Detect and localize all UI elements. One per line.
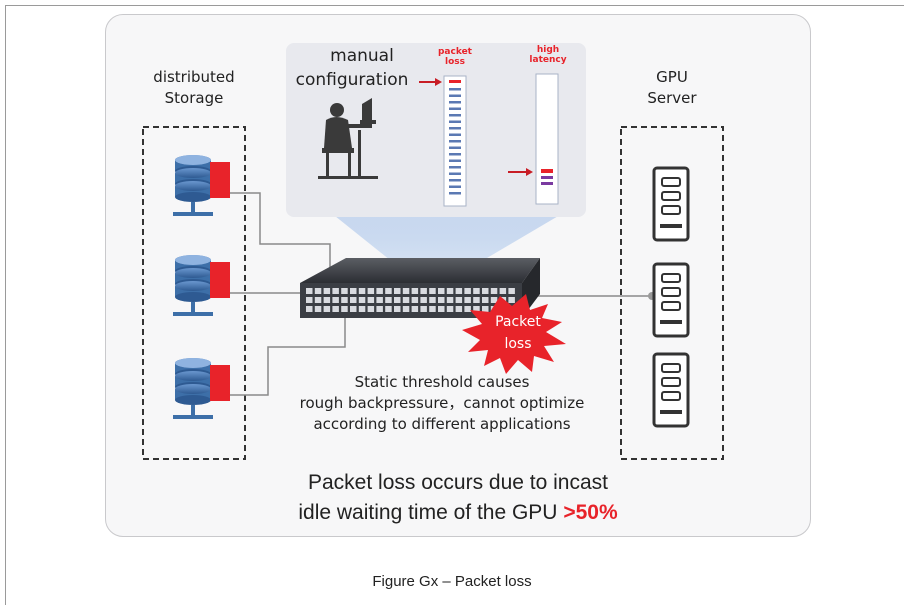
packet-loss-meter-label-line1: packet <box>437 47 472 57</box>
threshold-note-line1: Static threshold causes <box>354 373 530 391</box>
burst-label: Packet loss <box>478 311 558 355</box>
gpu-label-line1: GPU <box>656 68 688 86</box>
high-latency-arrow <box>508 168 533 176</box>
storage-database-icon <box>173 155 230 216</box>
packet-loss-burst <box>462 294 566 374</box>
threshold-note-line3: according to different applications <box>313 415 571 433</box>
config-label: manual configuration <box>272 44 432 92</box>
gpu-server-icon <box>652 262 690 338</box>
threshold-note-line2: rough backpressure，cannot optimize <box>299 394 585 412</box>
gpu-server-icon <box>652 352 690 428</box>
gpu-server-icon <box>652 166 690 242</box>
high-latency-meter <box>535 73 559 205</box>
storage-database-icon <box>173 358 230 419</box>
config-label-line1: manual <box>330 46 394 66</box>
config-label-line2: configuration <box>295 70 409 90</box>
network-switch-icon <box>300 258 540 318</box>
config-light-beam <box>330 212 565 268</box>
person-at-desk-icon <box>318 98 378 179</box>
packet-loss-meter-label: packet loss <box>428 47 482 67</box>
high-latency-meter-label-line1: high <box>536 45 560 55</box>
page-frame <box>5 5 904 605</box>
headline: Packet loss occurs due to incast idle wa… <box>180 468 736 528</box>
storage-database-icon <box>173 255 230 316</box>
burst-label-line2: loss <box>504 336 532 352</box>
gpu-label: GPU Server <box>620 67 724 109</box>
figure-caption: Figure Gx – Packet loss <box>372 573 532 590</box>
storage-port-red <box>210 365 230 401</box>
gpu-group-box <box>620 126 724 460</box>
gpu-label-line2: Server <box>647 89 697 107</box>
storage-label-line2: Storage <box>164 89 224 107</box>
storage-label: distributed Storage <box>130 67 258 109</box>
storage-port-red <box>210 162 230 198</box>
storage-group-box <box>142 126 246 460</box>
packet-loss-arrow <box>419 78 442 86</box>
headline-line2-text: idle waiting time of the GPU <box>298 501 558 524</box>
storage-label-line1: distributed <box>153 68 235 86</box>
burst-label-line1: Packet <box>495 314 541 330</box>
high-latency-meter-label-line2: latency <box>529 55 567 65</box>
storage-port-red <box>210 262 230 298</box>
packet-loss-meter-label-line2: loss <box>445 57 465 67</box>
threshold-note: Static threshold causes rough backpressu… <box>262 372 622 435</box>
packet-loss-meter <box>443 75 467 207</box>
headline-highlight: >50% <box>563 501 618 524</box>
headline-line2: idle waiting time of the GPU >50% <box>180 498 736 528</box>
high-latency-meter-label: high latency <box>520 45 576 65</box>
headline-line1: Packet loss occurs due to incast <box>308 471 608 494</box>
